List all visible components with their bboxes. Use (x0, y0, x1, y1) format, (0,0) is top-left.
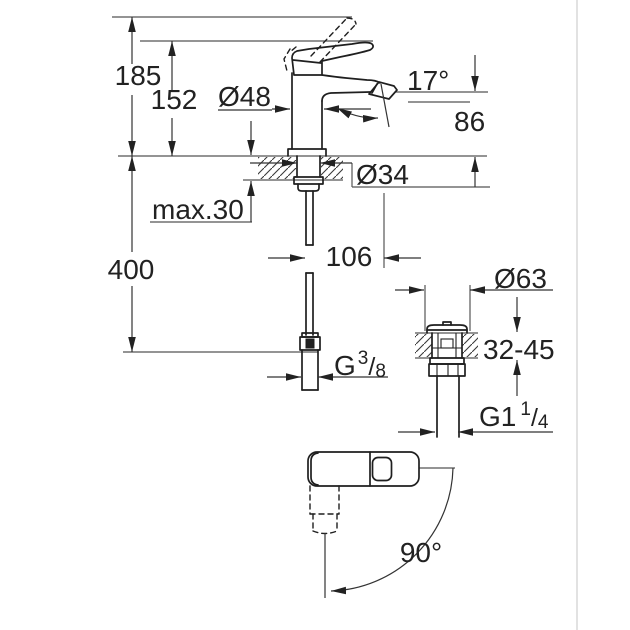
aerator (368, 81, 398, 100)
label-max-30: max.30 (152, 194, 244, 225)
label-diameter-63: Ø63 (494, 263, 547, 294)
label-diameter-34: Ø34 (356, 159, 409, 190)
waste-locknut (428, 363, 466, 377)
label-diameter-48: Ø48 (218, 81, 271, 112)
dim-90-arc (330, 467, 454, 595)
handle-outline (307, 451, 420, 487)
handle-lever (291, 41, 374, 76)
dimension-lines (128, 17, 553, 595)
mounting-washer (297, 183, 320, 192)
label-projection-106: 106 (326, 241, 373, 272)
stream-angle-line (380, 83, 390, 128)
hose-nut (299, 336, 321, 351)
label-range-32-45: 32-45 (483, 334, 555, 365)
mounting-nut (293, 176, 324, 185)
spout-top (321, 74, 381, 84)
label-length-400: 400 (108, 254, 155, 285)
popup-waste-view (426, 321, 468, 438)
label-height-86: 86 (454, 106, 485, 137)
dim-17-arc (336, 107, 379, 123)
label-height-185: 185 (115, 60, 162, 91)
faucet-base-plate (287, 148, 327, 157)
dimension-labels: 185 152 Ø48 17° 86 Ø34 max.30 400 106 Ø6… (108, 60, 555, 568)
handle-top-view (307, 451, 420, 598)
waste-cap (426, 324, 468, 334)
faucet-side-view (283, 17, 398, 157)
label-angle-90: 90° (400, 537, 442, 568)
label-height-152: 152 (151, 84, 198, 115)
mounting-and-supply (293, 155, 324, 391)
label-angle-17: 17° (407, 65, 449, 96)
spout-underside (321, 91, 371, 102)
handle-raised-dashed (283, 17, 357, 72)
